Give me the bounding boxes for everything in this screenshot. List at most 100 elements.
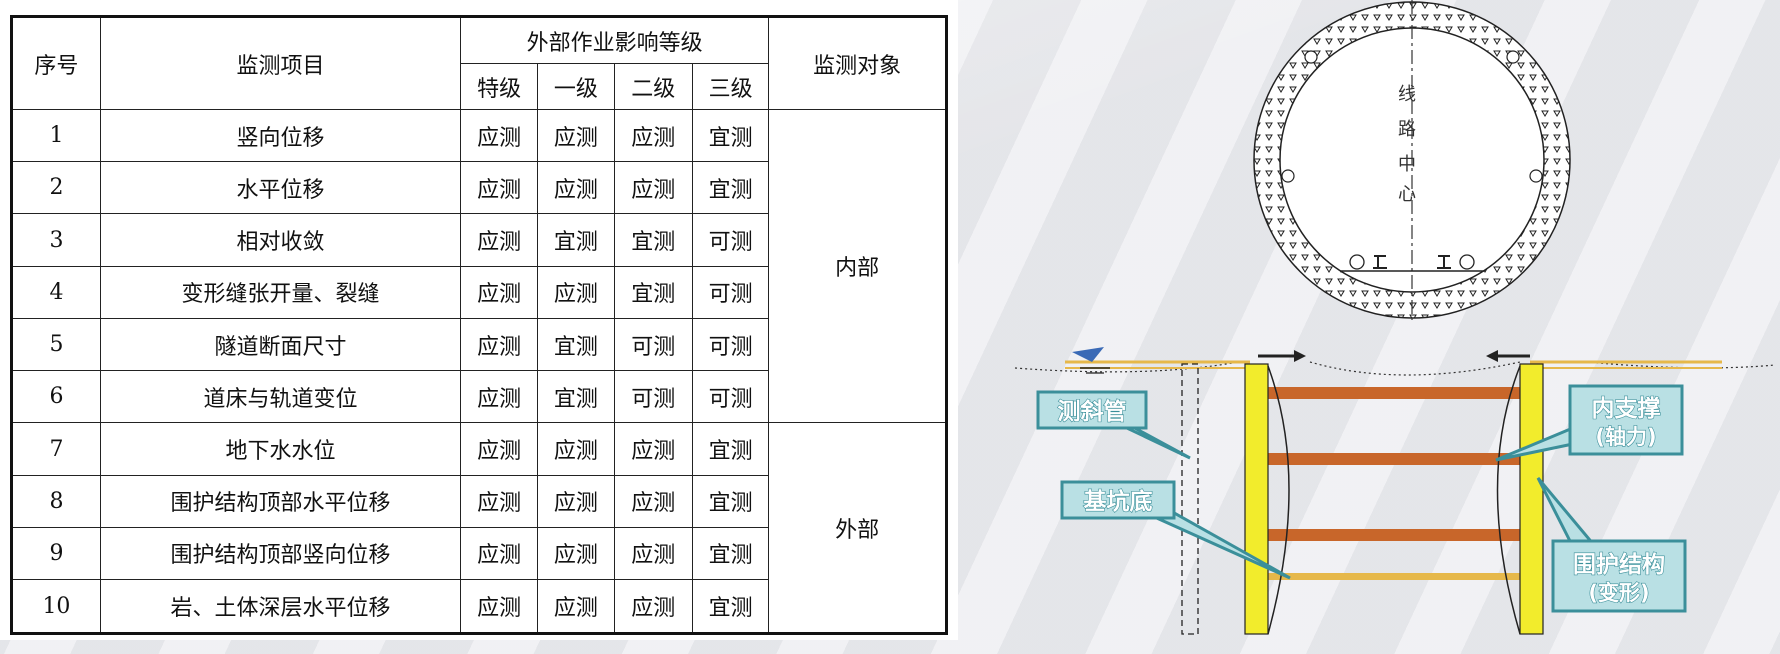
monitoring-point-icon	[1281, 169, 1295, 183]
row-item: 变形缝张开量、裂缝	[99, 265, 462, 319]
tunnel-label-char: 路	[1398, 119, 1416, 140]
row-value: 宜测	[691, 474, 770, 528]
row-no: 6	[11, 370, 101, 424]
table-row: 10 岩、土体深层水平位移 应测 应测 应测 宜测	[11, 579, 947, 634]
row-value: 可测	[691, 317, 770, 372]
row-value: 应测	[460, 108, 539, 163]
callout-pit-bottom-label: 基坑底	[1084, 488, 1153, 515]
strut	[1268, 529, 1520, 541]
callout-retaining-label: 围护结构	[1573, 551, 1665, 578]
table-row: 7 地下水水位 应测 应测 应测 宜测 外部	[11, 422, 947, 634]
table-row: 3 相对收敛 应测 宜测 宜测 可测	[11, 213, 947, 267]
table-row: 5 隧道断面尺寸 应测 宜测 可测 可测	[11, 317, 947, 372]
callout-inclinometer-label: 测斜管	[1058, 398, 1127, 425]
table-row: 9 围护结构顶部竖向位移 应测 应测 应测 宜测	[11, 526, 947, 581]
inclinometer-tube	[1181, 363, 1199, 635]
tunnel-label-char: 中	[1398, 154, 1416, 175]
row-value: 应测	[460, 526, 539, 581]
row-value: 应测	[460, 579, 539, 634]
row-no: 4	[11, 265, 101, 319]
row-value: 宜测	[691, 526, 770, 581]
track-marker-icon	[1459, 254, 1475, 270]
row-value: 可测	[691, 213, 770, 267]
callout-strut-label: 内支撑	[1592, 396, 1661, 422]
callout-retaining: 围护结构 (变形)	[1536, 477, 1687, 613]
deflection-curve-left	[1267, 365, 1290, 635]
header-level: 一级	[537, 63, 615, 110]
row-value: 应测	[460, 317, 539, 372]
row-value: 宜测	[691, 422, 770, 476]
row-value: 可测	[613, 317, 694, 372]
row-value: 可测	[613, 370, 694, 424]
strut	[1268, 453, 1520, 465]
track-marker-icon	[1349, 254, 1365, 270]
row-item: 地下水水位	[99, 422, 462, 476]
row-no: 9	[11, 526, 101, 581]
arrow-left-icon	[1486, 350, 1498, 362]
row-value: 宜测	[691, 108, 770, 163]
row-no: 10	[11, 579, 101, 634]
row-item: 道床与轨道变位	[99, 370, 462, 424]
target-internal: 内部	[768, 108, 947, 424]
table-row: 1 竖向位移 应测 应测 应测 宜测 内部	[11, 108, 947, 424]
callout-pit-bottom: 基坑底	[1060, 480, 1291, 580]
callout-inclinometer: 测斜管	[1036, 390, 1191, 460]
row-no: 3	[11, 213, 101, 267]
row-item: 围护结构顶部水平位移	[99, 474, 462, 528]
row-value: 应测	[613, 474, 694, 528]
row-item: 水平位移	[99, 161, 462, 215]
row-item: 竖向位移	[99, 108, 462, 163]
row-value: 应测	[613, 579, 694, 634]
monitoring-point-icon	[1529, 169, 1543, 183]
row-value: 应测	[613, 108, 694, 163]
rail-icon	[1373, 255, 1387, 269]
callout-box	[1060, 480, 1176, 520]
row-value: 宜测	[537, 317, 615, 372]
callout-box	[1036, 390, 1148, 430]
header-no: 序号	[11, 16, 101, 110]
row-value: 应测	[460, 161, 539, 215]
retaining-wall-left	[1244, 363, 1269, 635]
row-value: 应测	[460, 213, 539, 267]
row-value: 应测	[460, 422, 539, 476]
callout-strut-sub: (轴力)	[1595, 425, 1656, 449]
ground-surface	[1014, 361, 1776, 376]
row-value: 应测	[537, 108, 615, 163]
row-value: 宜测	[537, 370, 615, 424]
tunnel-label-char: 线	[1398, 84, 1416, 105]
monitoring-table: 序号 监测项目 外部作业影响等级 监测对象 特级 一级 二级 三级 1 竖向位移…	[10, 15, 948, 635]
row-item: 围护结构顶部竖向位移	[99, 526, 462, 581]
row-item: 岩、土体深层水平位移	[99, 579, 462, 634]
row-item: 相对收敛	[99, 213, 462, 267]
row-value: 应测	[460, 370, 539, 424]
row-value: 应测	[613, 161, 694, 215]
row-value: 宜测	[537, 213, 615, 267]
callout-retaining-sub: (变形)	[1588, 581, 1649, 605]
table-panel: 序号 监测项目 外部作业影响等级 监测对象 特级 一级 二级 三级 1 竖向位移…	[0, 0, 958, 640]
row-value: 可测	[691, 265, 770, 319]
table-row: 4 变形缝张开量、裂缝 应测 应测 宜测 可测	[11, 265, 947, 319]
row-no: 2	[11, 161, 101, 215]
row-value: 应测	[537, 422, 615, 476]
callout-pointer	[1536, 477, 1598, 547]
row-value: 宜测	[613, 265, 694, 319]
row-no: 1	[11, 108, 101, 163]
target-external: 外部	[768, 422, 947, 634]
strut	[1268, 387, 1520, 399]
row-value: 宜测	[691, 579, 770, 634]
excavation-diagram: 线 路 中 心 测斜管 基坑底 内支撑 (轴力)	[1014, 0, 1776, 635]
row-value: 应测	[537, 474, 615, 528]
header-level: 三级	[691, 63, 770, 110]
monitoring-point-icon	[1506, 50, 1520, 64]
header-level: 特级	[460, 63, 539, 110]
row-value: 应测	[537, 265, 615, 319]
row-no: 5	[11, 317, 101, 372]
row-value: 应测	[613, 422, 694, 476]
row-no: 8	[11, 474, 101, 528]
row-value: 应测	[460, 474, 539, 528]
header-level: 二级	[613, 63, 694, 110]
row-value: 应测	[537, 526, 615, 581]
row-value: 应测	[460, 265, 539, 319]
header-level-group: 外部作业影响等级	[460, 16, 770, 64]
pit-bottom-line	[1268, 573, 1520, 580]
